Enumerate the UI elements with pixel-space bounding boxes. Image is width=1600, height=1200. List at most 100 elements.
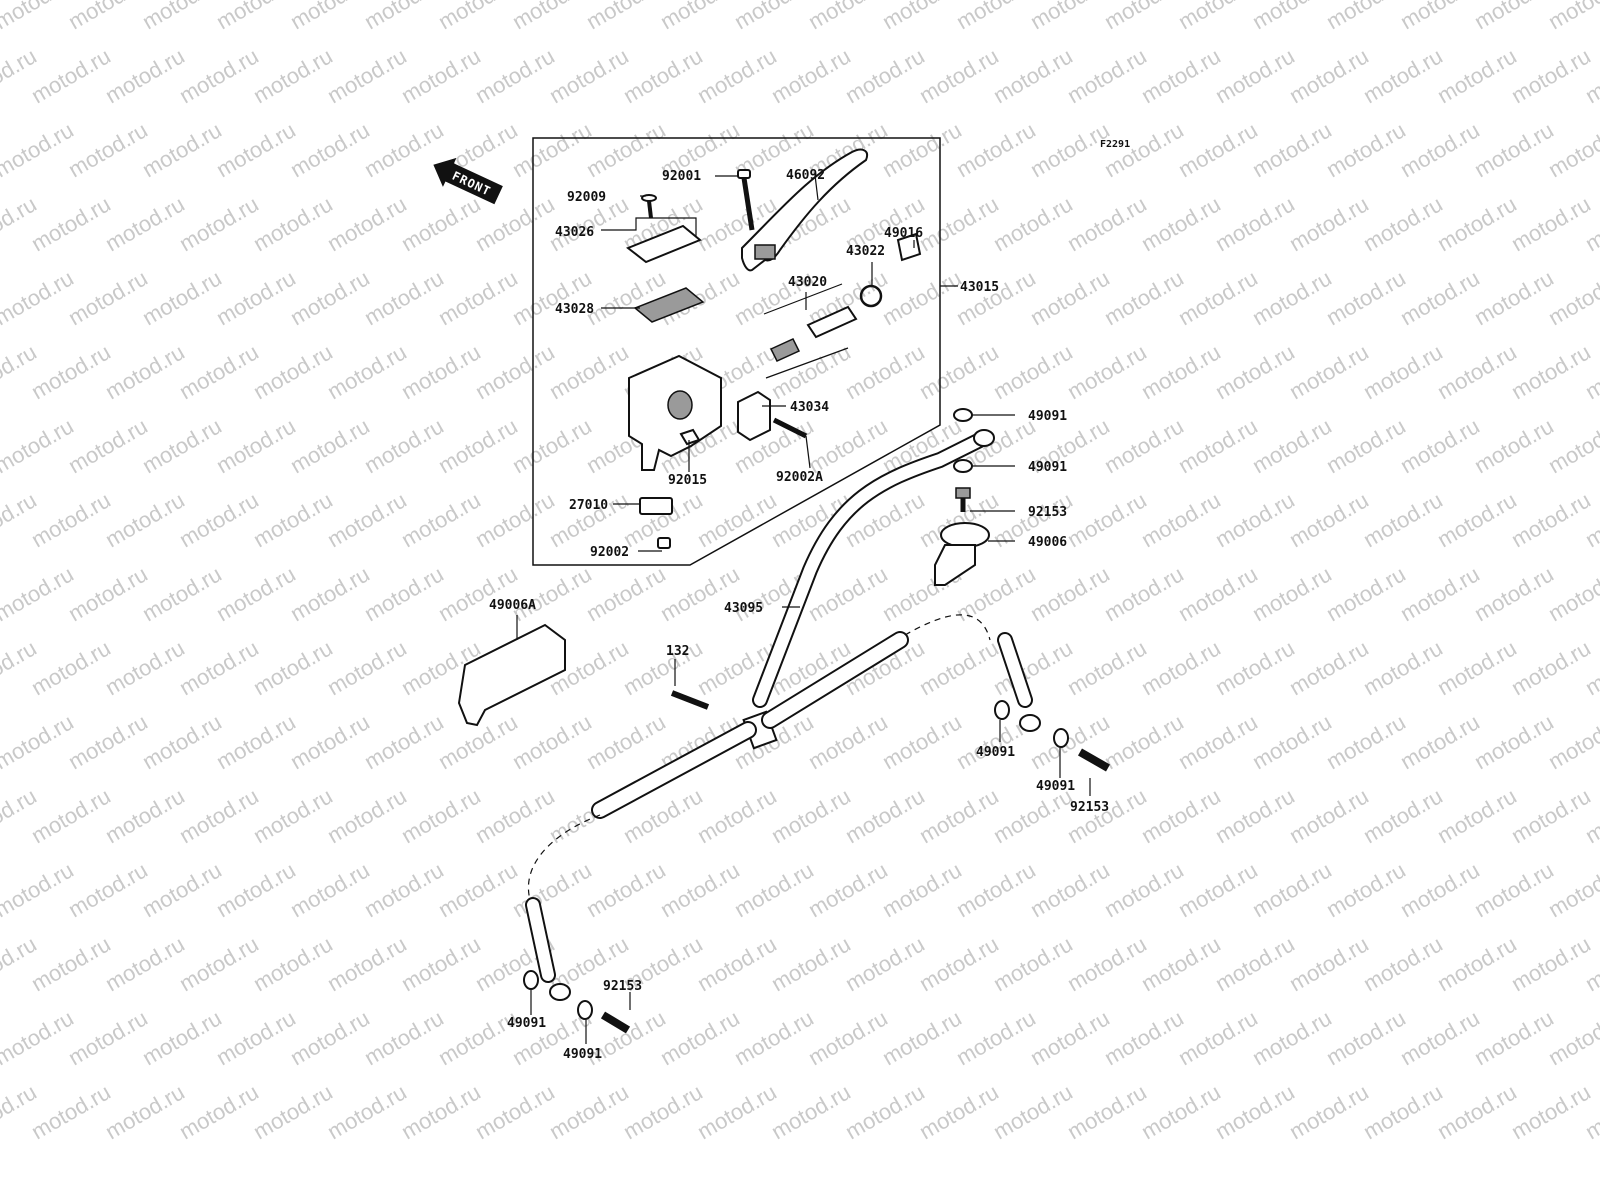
screw-92002 [657, 537, 671, 549]
watermark-text: motod.ru [1470, 709, 1558, 774]
watermark-text: motod.ru [434, 0, 522, 34]
watermark-text: motod.ru [249, 783, 337, 848]
watermark-text: motod.ru [323, 339, 411, 404]
watermark-text: motod.ru [1137, 43, 1225, 108]
diaphragm-43028 [633, 287, 705, 323]
label-92153-c: 92153 [603, 979, 642, 994]
label-49091-f: 49091 [563, 1047, 602, 1062]
watermark-text: motod.ru [1100, 709, 1188, 774]
watermark-text: motod.ru [27, 43, 115, 108]
watermark-text: motod.ru [1285, 191, 1373, 256]
watermark-text: motod.ru [1544, 0, 1600, 34]
watermark-text: motod.ru [582, 709, 670, 774]
watermark-text: motod.ru [619, 1079, 707, 1144]
watermark-text: motod.ru [989, 931, 1077, 996]
watermark-text: motod.ru [915, 635, 1003, 700]
hose-lower-right-dash [904, 614, 991, 641]
watermark-text: motod.ru [804, 1005, 892, 1070]
label-92009: 92009 [567, 190, 606, 205]
watermark-text: motod.ru [1507, 1079, 1595, 1144]
watermark-text: motod.ru [1507, 635, 1595, 700]
watermark-text: motod.ru [471, 191, 559, 256]
watermark-text: motod.ru [27, 339, 115, 404]
watermark-text: motod.ru [1211, 635, 1299, 700]
watermark-text: motod.ru [1322, 709, 1410, 774]
watermark-text: motod.ru [1248, 1005, 1336, 1070]
label-49091-c: 49091 [976, 745, 1015, 760]
watermark-text: motod.ru [989, 191, 1077, 256]
watermark-text: motod.ru [693, 487, 781, 552]
watermark-text: motod.ru [878, 709, 966, 774]
watermark-text: motod.ru [730, 0, 818, 34]
watermark-text: motod.ru [1137, 783, 1225, 848]
clamp-43034 [737, 390, 771, 442]
watermark-text: motod.ru [1174, 857, 1262, 922]
banjo-top [973, 429, 995, 447]
watermark-text: motod.ru [286, 265, 374, 330]
watermark-text: motod.ru [1285, 783, 1373, 848]
watermark-text: motod.ru [1544, 561, 1600, 626]
watermark-text: motod.ru [471, 783, 559, 848]
watermark-text: motod.ru [175, 191, 263, 256]
watermark-text: motod.ru [1359, 191, 1447, 256]
watermark-text: motod.ru [360, 0, 448, 34]
watermark-text: motod.ru [1285, 1079, 1373, 1144]
label-92002A: 92002A [776, 470, 823, 485]
watermark-text: motod.ru [101, 1079, 189, 1144]
washer-49091-e [523, 970, 539, 990]
watermark-text: motod.ru [286, 117, 374, 182]
watermark-text: motod.ru [27, 931, 115, 996]
watermark-text: motod.ru [0, 117, 78, 182]
watermark-text: motod.ru [508, 0, 596, 34]
bolt-92153-b [1078, 748, 1110, 772]
watermark-text: motod.ru [1433, 191, 1521, 256]
watermark-text: motod.ru [1433, 487, 1521, 552]
watermark-text: motod.ru [27, 487, 115, 552]
watermark-text: motod.ru [64, 265, 152, 330]
watermark-text: motod.ru [952, 117, 1040, 182]
watermark-text: motod.ru [0, 709, 78, 774]
watermark-text: motod.ru [841, 43, 929, 108]
watermark-text: motod.ru [1174, 265, 1262, 330]
watermark-text: motod.ru [360, 413, 448, 478]
watermark-text: motod.ru [508, 117, 596, 182]
watermark-text: motod.ru [915, 931, 1003, 996]
lever-46092 [741, 148, 868, 272]
watermark-text: motod.ru [1359, 339, 1447, 404]
cap-43026 [626, 224, 702, 264]
master-cylinder-body [628, 354, 722, 471]
watermark-text: motod.ru [1100, 413, 1188, 478]
watermark-text: motod.ru [1544, 1005, 1600, 1070]
watermark-text: motod.ru [249, 487, 337, 552]
watermark-text: motod.ru [212, 857, 300, 922]
watermark-text: motod.ru [1026, 0, 1114, 34]
watermark-text: motod.ru [323, 191, 411, 256]
watermark-text: motod.ru [138, 1005, 226, 1070]
watermark-text: motod.ru [1285, 487, 1373, 552]
label-49006A: 49006A [489, 598, 536, 613]
watermark-text: motod.ru [249, 43, 337, 108]
watermark-text: motod.ru [1211, 1079, 1299, 1144]
washer-49091-d [1053, 728, 1069, 748]
label-132: 132 [666, 644, 689, 659]
watermark-text: motod.ru [1544, 709, 1600, 774]
watermark-text: motod.ru [1285, 43, 1373, 108]
watermark-text: motod.ru [1544, 413, 1600, 478]
watermark-text: motod.ru [64, 709, 152, 774]
label-49091-d: 49091 [1036, 779, 1075, 794]
watermark-text: motod.ru [1396, 561, 1484, 626]
watermark-text: motod.ru [1026, 561, 1114, 626]
watermark-text: motod.ru [397, 487, 485, 552]
watermark-text: motod.ru [1174, 0, 1262, 34]
watermark-text: motod.ru [730, 857, 818, 922]
watermark-text: motod.ru [101, 339, 189, 404]
watermark-text: motod.ru [1174, 561, 1262, 626]
watermark-text: motod.ru [1100, 1005, 1188, 1070]
watermark-text: motod.ru [693, 931, 781, 996]
cover-49006A [457, 623, 566, 727]
watermark-text: motod.ru [64, 857, 152, 922]
watermark-text: motod.ru [138, 117, 226, 182]
watermark-text: motod.ru [1544, 265, 1600, 330]
label-92153-b: 92153 [1070, 800, 1109, 815]
